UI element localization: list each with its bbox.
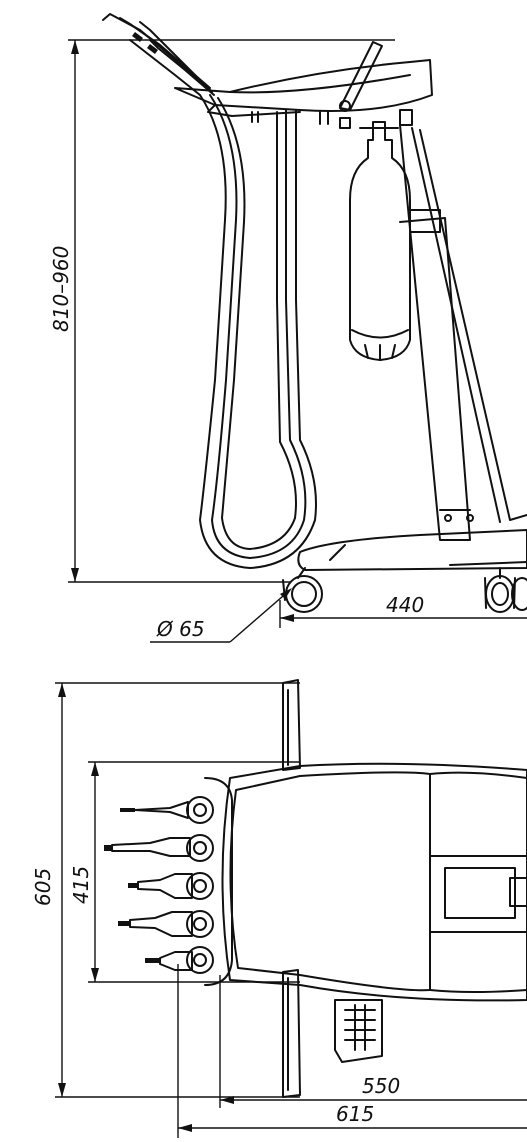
hoses [199,94,317,569]
overall-width-label: 605 [31,868,55,906]
overall-length-label: 615 [336,1102,374,1126]
dimension-height: 810–960 [49,39,395,583]
foot-control [334,999,383,1063]
base-side [297,529,527,571]
base-length-label: 440 [386,593,424,617]
handpieces-side [102,13,215,96]
side-view: 810–960 Ø 65 440 [49,13,527,643]
wheel-diameter-label: Ø 65 [156,617,205,641]
rear-wheels [484,567,527,613]
support-column [399,124,527,541]
console-tray [174,41,433,129]
dimension-inner-width: 415 [69,762,99,982]
dimension-base-length: 440 [279,593,527,628]
water-bottle [349,121,411,361]
top-view: 605 415 [31,679,527,1138]
body-length-label: 550 [362,1074,400,1098]
dimension-body-length: 550 [219,975,527,1108]
height-range-label: 810–960 [49,246,73,332]
side-rails [282,679,301,1098]
dimension-overall-length: 615 [177,964,527,1138]
instruments-top [104,801,193,971]
inner-width-label: 415 [69,866,93,904]
dimension-wheel-diameter: Ø 65 [150,588,292,643]
unit-body [221,762,527,1002]
dimension-overall-width: 605 [31,683,66,1097]
